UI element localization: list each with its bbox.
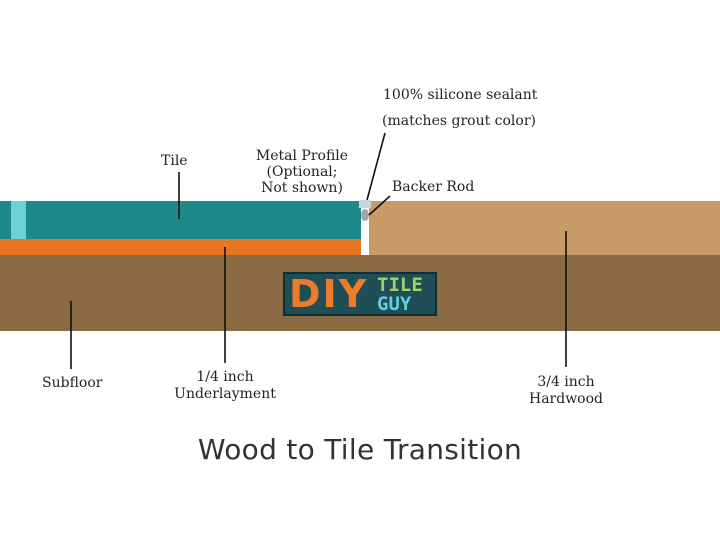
metal-profile-label-line3: Not shown) [261, 180, 343, 196]
metal-profile-label-line2: (Optional; [266, 164, 338, 180]
logo-diy-text: DIY [289, 272, 369, 316]
underlayment-label-line1: 1/4 inch [196, 369, 254, 385]
diy-tile-guy-logo: DIY TILE GUY [283, 272, 437, 316]
sealant-cap [359, 200, 371, 208]
logo-guy-text: GUY [377, 293, 412, 315]
tile-label: Tile [161, 153, 188, 169]
hardwood-layer [369, 201, 720, 255]
hardwood-label-line1: 3/4 inch [537, 374, 595, 390]
hardwood-label-line2: Hardwood [528, 391, 603, 407]
metal-profile-label-line1: Metal Profile [255, 148, 349, 164]
tile-layer [0, 201, 361, 239]
logo-tile-text: TILE [377, 274, 423, 296]
underlayment-label-line2: Underlayment [174, 386, 276, 402]
subfloor-label: Subfloor [42, 375, 103, 391]
backer-rod [361, 209, 369, 221]
diagram-title: Wood to Tile Transition [197, 433, 523, 466]
sealant-label-line2: (matches grout color) [382, 113, 536, 129]
tile-highlight [11, 201, 26, 239]
leader-sealant [366, 132, 386, 201]
sealant-joint [361, 201, 369, 255]
sealant-label-line1: 100% silicone sealant [383, 87, 538, 103]
leader-backer-rod [368, 195, 391, 216]
underlayment-layer [0, 239, 361, 255]
backer-rod-label: Backer Rod [392, 179, 475, 195]
